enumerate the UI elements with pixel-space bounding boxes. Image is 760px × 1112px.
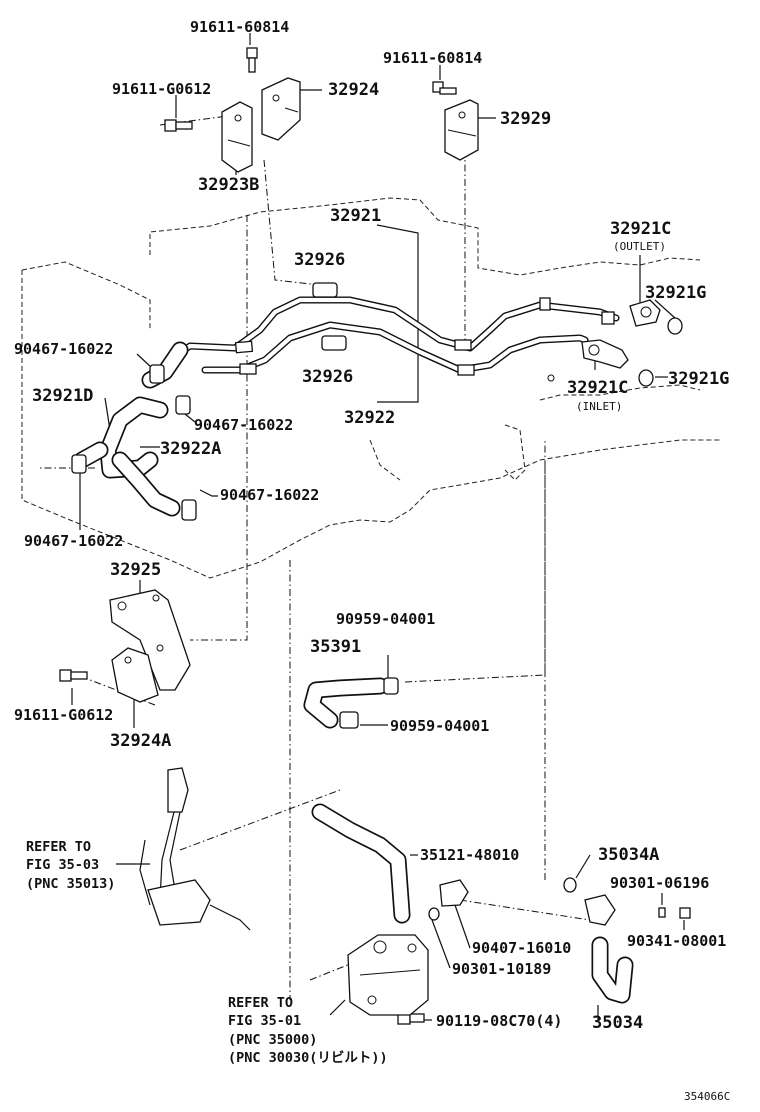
label-gasket-inlet: 32921G	[668, 369, 729, 389]
refer-left-line1: REFER TO	[26, 839, 91, 855]
label-gasket-90301-06196: 90301-06196	[610, 874, 709, 892]
bracket-32923b-icon	[221, 101, 253, 173]
label-sleeve-lower: 32926	[302, 367, 353, 387]
label-hose-32922a: 32922A	[160, 439, 221, 459]
leader-lines	[40, 33, 685, 1021]
label-clip-lower: 90959-04001	[390, 717, 489, 735]
hose-clamps	[71, 364, 399, 729]
sleeves	[312, 282, 347, 351]
bolts	[59, 47, 457, 1025]
bolt-icon	[164, 119, 193, 132]
label-union-outlet: 32921C	[610, 219, 671, 239]
label-bracket-32929: 32929	[500, 109, 551, 129]
sleeve-icon	[321, 335, 347, 351]
engine-outline	[21, 197, 720, 579]
pump-housing-icon	[347, 934, 429, 1016]
label-bracket-32923b: 32923B	[198, 175, 259, 195]
refer-bottom-line3: (PNC 35000)	[228, 1032, 317, 1048]
union-icon	[584, 894, 616, 926]
label-bracket-32925: 32925	[110, 560, 161, 580]
bolt-icon	[59, 669, 88, 682]
bolt-icon	[432, 81, 457, 95]
label-union-inlet: 32921C	[567, 378, 628, 398]
brackets	[109, 77, 479, 703]
cooler-pipes	[168, 296, 620, 376]
bracket-32924-icon	[261, 77, 301, 141]
rubber-hoses	[73, 341, 634, 1004]
label-bolt-left: 91611-G0612	[112, 80, 211, 98]
label-bracket-32924a: 32924A	[110, 731, 171, 751]
gasket-icon	[428, 907, 440, 921]
gasket-icon	[638, 369, 654, 387]
refer-bottom-line4: (PNC 30030(リビルト))	[228, 1050, 388, 1066]
clip-icon	[383, 677, 399, 695]
gasket-icon	[667, 317, 683, 335]
label-pipe-lower: 32922	[344, 408, 395, 428]
fittings	[428, 877, 691, 926]
label-bolt-90119: 90119-08C70(4)	[436, 1012, 562, 1030]
label-hose-32921d: 32921D	[32, 386, 93, 406]
label-pipe-35034a: 35034A	[598, 845, 659, 865]
label-clip-upper: 90959-04001	[336, 610, 435, 628]
refer-left-line3: (PNC 35013)	[26, 876, 115, 892]
label-union-90407: 90407-16010	[472, 939, 571, 957]
clamp-icon	[149, 364, 165, 384]
label-inlet-note: (INLET)	[576, 400, 622, 413]
unions	[547, 299, 683, 387]
sleeve-icon	[312, 282, 338, 298]
label-hose-35121: 35121-48010	[420, 846, 519, 864]
labels: 91611-60814 91611-60814 91611-G0612 3292…	[14, 18, 730, 1103]
bracket-32925-icon	[109, 589, 191, 691]
label-bracket-32924: 32924	[328, 80, 379, 100]
refer-bottom-line1: REFER TO	[228, 995, 293, 1011]
label-bolt-top: 91611-60814	[190, 18, 289, 36]
clamp-icon	[175, 395, 191, 415]
label-pipe-upper: 32921	[330, 206, 381, 226]
union-inlet-icon	[581, 339, 629, 369]
gasket-icon	[658, 907, 666, 918]
label-gasket-outlet: 32921G	[645, 283, 706, 303]
gasket-icon	[563, 877, 577, 893]
union-icon	[439, 879, 469, 907]
refer-bottom-line2: FIG 35-01	[228, 1013, 301, 1029]
cooler-valve-icon	[139, 767, 251, 931]
label-clamp-a: 90467-16022	[14, 340, 113, 358]
figure-code: 354066C	[684, 1090, 730, 1103]
label-clamp-c: 90467-16022	[220, 486, 319, 504]
refer-left-line2: FIG 35-03	[26, 857, 99, 873]
label-sleeve-upper: 32926	[294, 250, 345, 270]
bolt-icon	[246, 47, 258, 73]
clamp-icon	[71, 454, 87, 474]
clip-icon	[339, 711, 359, 729]
label-bolt-right: 91611-60814	[383, 49, 482, 67]
union-outlet-icon	[629, 299, 661, 327]
label-plug-90341: 90341-08001	[627, 932, 726, 950]
bracket-32929-icon	[444, 99, 479, 161]
label-gasket-90301-10189: 90301-10189	[452, 960, 551, 978]
label-clamp-b: 90467-16022	[194, 416, 293, 434]
label-outlet-note: (OUTLET)	[613, 240, 666, 253]
label-hose-35391: 35391	[310, 637, 361, 657]
plug-icon	[679, 907, 691, 919]
bracket-32924a-icon	[111, 647, 159, 703]
label-bolt-bottom: 91611-G0612	[14, 706, 113, 724]
label-hose-35034: 35034	[592, 1013, 643, 1033]
clamp-icon	[181, 499, 197, 521]
label-clamp-d: 90467-16022	[24, 532, 123, 550]
